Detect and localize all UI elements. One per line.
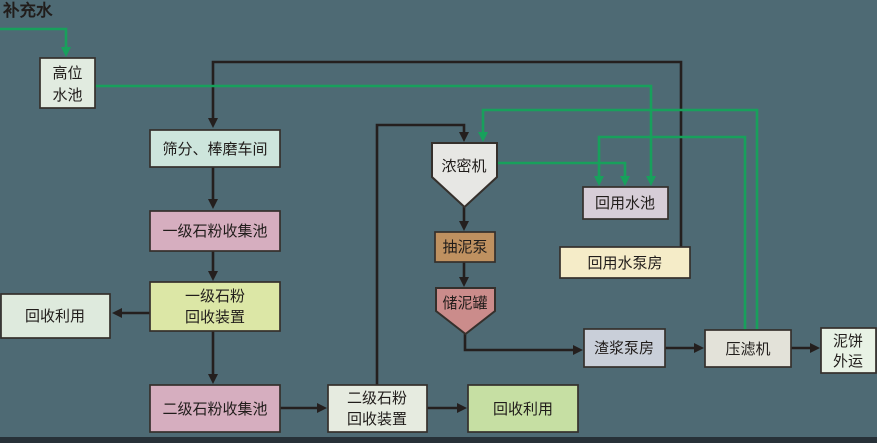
reuse-left-label: 回收利用 bbox=[25, 308, 85, 325]
edge-makeup-to-highpool bbox=[0, 27, 71, 57]
filter-press-box bbox=[704, 329, 792, 368]
reuse-pump-house-box bbox=[559, 246, 691, 279]
screening-workshop-label: 筛分、棒磨车间 bbox=[162, 141, 267, 158]
high-pool-label-line1: 高位 bbox=[52, 65, 82, 82]
node-reuse-pool: 回用水池 bbox=[582, 186, 669, 220]
node-high-pool: 高位 水池 bbox=[39, 57, 96, 109]
node-thickener: 浓密机 bbox=[431, 142, 498, 209]
reuse-pump-house-label: 回用水泵房 bbox=[587, 255, 662, 272]
recovery-device-1-label-line1: 一级石粉 bbox=[185, 288, 245, 305]
node-mud-pump: 抽泥泵 bbox=[434, 231, 496, 263]
edge-filterpress-to-thickener bbox=[478, 108, 759, 330]
thickener-label: 浓密机 bbox=[441, 158, 486, 175]
collect-pool-2-label: 二级石粉收集池 bbox=[162, 401, 267, 418]
edge-reusepumphouse-to-screening bbox=[208, 60, 683, 247]
bottom-edge-strip bbox=[0, 437, 877, 443]
recovery-device-2-box bbox=[327, 384, 428, 433]
high-pool-box bbox=[39, 57, 96, 109]
reuse-left-box bbox=[0, 293, 111, 339]
mud-tank-funnel-shape bbox=[435, 287, 496, 336]
high-pool-label-line2: 水池 bbox=[52, 87, 82, 104]
collect-pool-1-label: 一级石粉收集池 bbox=[162, 223, 267, 240]
node-mud-tank: 储泥罐 bbox=[435, 287, 496, 336]
reuse-pool-label: 回用水池 bbox=[595, 195, 655, 212]
recovery-device-2-label-line2: 回收装置 bbox=[347, 411, 407, 428]
node-slurry-pump-house: 渣浆泵房 bbox=[583, 328, 666, 368]
reuse-bottom-label: 回收利用 bbox=[493, 401, 553, 418]
recovery-device-1-box bbox=[149, 281, 281, 332]
makeup-water-label: 补充水 bbox=[2, 0, 53, 20]
edge-recovery2-to-thickener bbox=[375, 123, 469, 385]
filter-press-label: 压滤机 bbox=[725, 341, 770, 358]
reuse-bottom-box bbox=[467, 384, 579, 433]
node-collect-pool-1: 一级石粉收集池 bbox=[149, 210, 281, 252]
mud-cake-box bbox=[820, 327, 877, 374]
thickener-funnel-shape bbox=[431, 142, 498, 209]
slurry-pump-house-box bbox=[583, 328, 666, 368]
edge-highpool-to-reusepool bbox=[95, 84, 656, 186]
node-screening-workshop: 筛分、棒磨车间 bbox=[149, 129, 281, 168]
mud-tank-label: 储泥罐 bbox=[442, 295, 487, 312]
node-reuse-bottom: 回收利用 bbox=[467, 384, 579, 433]
edge-thickener-overflow-to-reusepool bbox=[497, 161, 630, 186]
mud-pump-box bbox=[434, 231, 496, 263]
node-mud-cake-transport: 泥饼 外运 bbox=[820, 327, 877, 374]
node-reuse-left: 回收利用 bbox=[0, 293, 111, 339]
mud-pump-label: 抽泥泵 bbox=[442, 239, 487, 256]
node-recovery-device-2: 二级石粉 回收装置 bbox=[327, 384, 428, 433]
collect-pool-1-box bbox=[149, 210, 281, 252]
edge-mudtank-to-slurrypumphouse bbox=[463, 334, 583, 355]
recovery-device-1-label-line2: 回收装置 bbox=[185, 309, 245, 326]
recovery-device-2-label-line1: 二级石粉 bbox=[347, 390, 407, 407]
slurry-pump-house-label: 渣浆泵房 bbox=[594, 339, 654, 357]
mud-cake-label-line1: 泥饼 bbox=[833, 333, 863, 350]
collect-pool-2-box bbox=[149, 384, 281, 433]
mud-cake-label-line2: 外运 bbox=[833, 353, 863, 370]
node-collect-pool-2: 二级石粉收集池 bbox=[149, 384, 281, 433]
node-filter-press: 压滤机 bbox=[704, 329, 792, 368]
node-recovery-device-1: 一级石粉 回收装置 bbox=[149, 281, 281, 332]
node-reuse-pump-house: 回用水泵房 bbox=[559, 246, 691, 279]
screening-workshop-box bbox=[149, 129, 281, 168]
edge-filterpress-to-reusepool bbox=[594, 135, 747, 330]
reuse-pool-box bbox=[582, 186, 669, 220]
